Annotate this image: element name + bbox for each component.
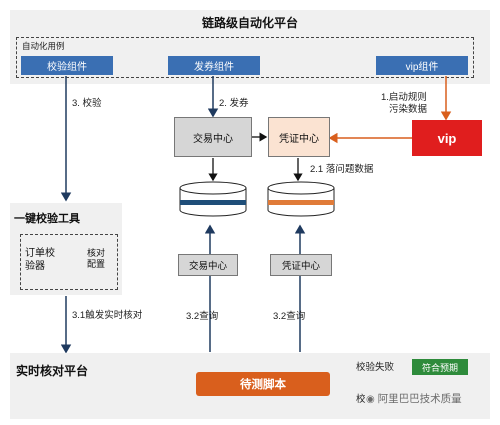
check-tool-panel [10, 203, 122, 295]
voucher-center-node[interactable]: 凭证中心 [268, 117, 330, 157]
vip-node[interactable]: vip [412, 120, 482, 156]
step-1-label-line1: 1.启动规则 [381, 92, 427, 103]
voucher-center-db-label: 凭证中心 [270, 254, 332, 276]
trade-center-node[interactable]: 交易中心 [174, 117, 252, 157]
watermark-icon: ◉ [366, 394, 375, 405]
config-document-line2: 配置 [86, 259, 105, 269]
step-3-1-label: 3.1触发实时核对 [72, 310, 143, 321]
expected-badge: 符合预期 [412, 359, 468, 375]
usecase-frame [16, 37, 474, 78]
config-document-label: 核对 配置 [82, 248, 110, 270]
watermark-text: 阿里巴巴技术质量 [377, 393, 462, 405]
vip-component-button[interactable]: vip组件 [376, 56, 468, 75]
step-3-2-query-voucher: 3.2查询 [273, 311, 306, 322]
order-checker-line2: 验器 [25, 261, 45, 272]
voucher-db-cylinder [267, 181, 335, 217]
check-failed-label: 校验失败 [356, 362, 395, 373]
step-3-label: 3. 校验 [72, 98, 102, 109]
order-checker-line1: 订单校 [25, 248, 55, 259]
realtime-platform-title: 实时核对平台 [16, 364, 89, 378]
config-document-line1: 核对 [86, 248, 105, 258]
test-script-box[interactable]: 待测脚本 [196, 372, 330, 396]
trade-db-cylinder [179, 181, 247, 217]
step-2-label: 2. 发券 [219, 98, 249, 109]
platform-title: 链路级自动化平台 [201, 16, 298, 30]
check-partial-label: 校 [356, 394, 366, 405]
check-tool-title: 一键校验工具 [14, 213, 80, 225]
order-checker-label: 订单校 验器 [25, 247, 55, 273]
check-tool-frame [20, 234, 118, 290]
step-3-2-query-trade: 3.2查询 [186, 311, 219, 322]
step-1-label-line2: 污染数据 [389, 104, 428, 115]
watermark: ◉ 阿里巴巴技术质量 [366, 391, 462, 406]
trade-center-db-label: 交易中心 [178, 254, 238, 276]
usecase-label: 自动化用例 [22, 41, 65, 51]
coupon-component-button[interactable]: 发券组件 [168, 56, 260, 75]
step-2-1-label: 2.1 落问题数据 [310, 164, 374, 175]
check-component-button[interactable]: 校验组件 [21, 56, 113, 75]
